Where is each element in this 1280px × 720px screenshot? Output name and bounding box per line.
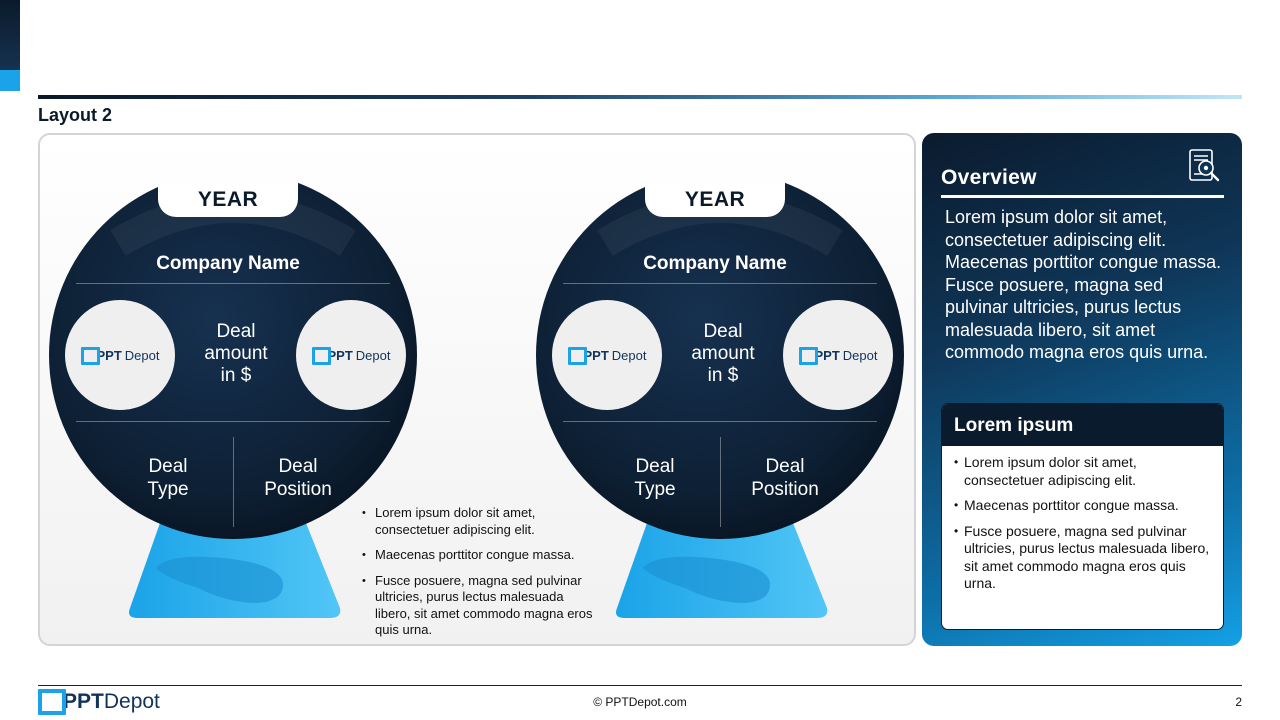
logo-mark-icon: [567, 347, 587, 365]
divider-vertical: [720, 437, 721, 527]
deal-position: Deal Position: [264, 456, 332, 500]
document-search-icon: [1189, 149, 1220, 182]
stand-highlight: [156, 556, 284, 603]
deal-type: Deal Type: [147, 456, 189, 500]
overview-card-list: Lorem ipsum dolor sit amet, consectetuer…: [942, 446, 1223, 593]
list-item: Maecenas porttitor congue massa.: [362, 547, 602, 564]
list-item: Lorem ipsum dolor sit amet, consectetuer…: [362, 505, 602, 538]
footer-rule: [38, 685, 1242, 686]
logo-mark-icon: [80, 347, 100, 365]
logo-mark-icon: [798, 347, 818, 365]
copyright-text: © PPTDepot.com: [593, 695, 687, 709]
corner-accent-dark: [0, 0, 20, 70]
year-label: YEAR: [645, 183, 785, 217]
globe-graphic: [536, 183, 904, 618]
company-name: Company Name: [643, 253, 787, 274]
logo-mark-icon: [311, 347, 331, 365]
corner-accent-blue: [0, 70, 20, 91]
divider-top: [76, 283, 390, 284]
title-rule: [38, 95, 1242, 99]
overview-body: Lorem ipsum dolor sit amet, consectetuer…: [945, 207, 1222, 362]
list-item: Fusce posuere, magna sed pulvinar ultric…: [954, 523, 1213, 593]
layout-title: Layout 2: [38, 105, 113, 125]
overview-card: Lorem ipsum Lorem ipsum dolor sit amet, …: [941, 403, 1224, 630]
middle-bullet-list: Lorem ipsum dolor sit amet, consectetuer…: [362, 505, 602, 644]
page-number: 2: [1235, 695, 1242, 709]
stand-highlight: [643, 556, 771, 603]
list-item: Lorem ipsum dolor sit amet, consectetuer…: [954, 454, 1213, 489]
overview-rule: [941, 195, 1224, 198]
deal-position: Deal Position: [751, 456, 819, 500]
divider-vertical: [233, 437, 234, 527]
overview-card-title: Lorem ipsum: [942, 404, 1223, 446]
divider-top: [563, 283, 877, 284]
overview-panel: Overview Lorem ipsum dolor sit amet, con…: [922, 133, 1242, 646]
list-item: Fusce posuere, magna sed pulvinar ultric…: [362, 573, 602, 639]
globe-sphere: [49, 183, 417, 539]
deal-amount: Deal amount in $: [204, 321, 268, 386]
globe-sphere: [536, 183, 904, 539]
footer-logo: PPTDepot: [38, 689, 160, 715]
deal-amount: Deal amount in $: [691, 321, 755, 386]
overview-title: Overview: [941, 166, 1037, 189]
list-item: Maecenas porttitor congue massa.: [954, 497, 1213, 515]
divider-bottom: [563, 421, 877, 422]
divider-bottom: [76, 421, 390, 422]
deal-type: Deal Type: [634, 456, 676, 500]
company-name: Company Name: [156, 253, 300, 274]
logo-mark-icon: [38, 689, 66, 715]
year-label: YEAR: [158, 183, 298, 217]
